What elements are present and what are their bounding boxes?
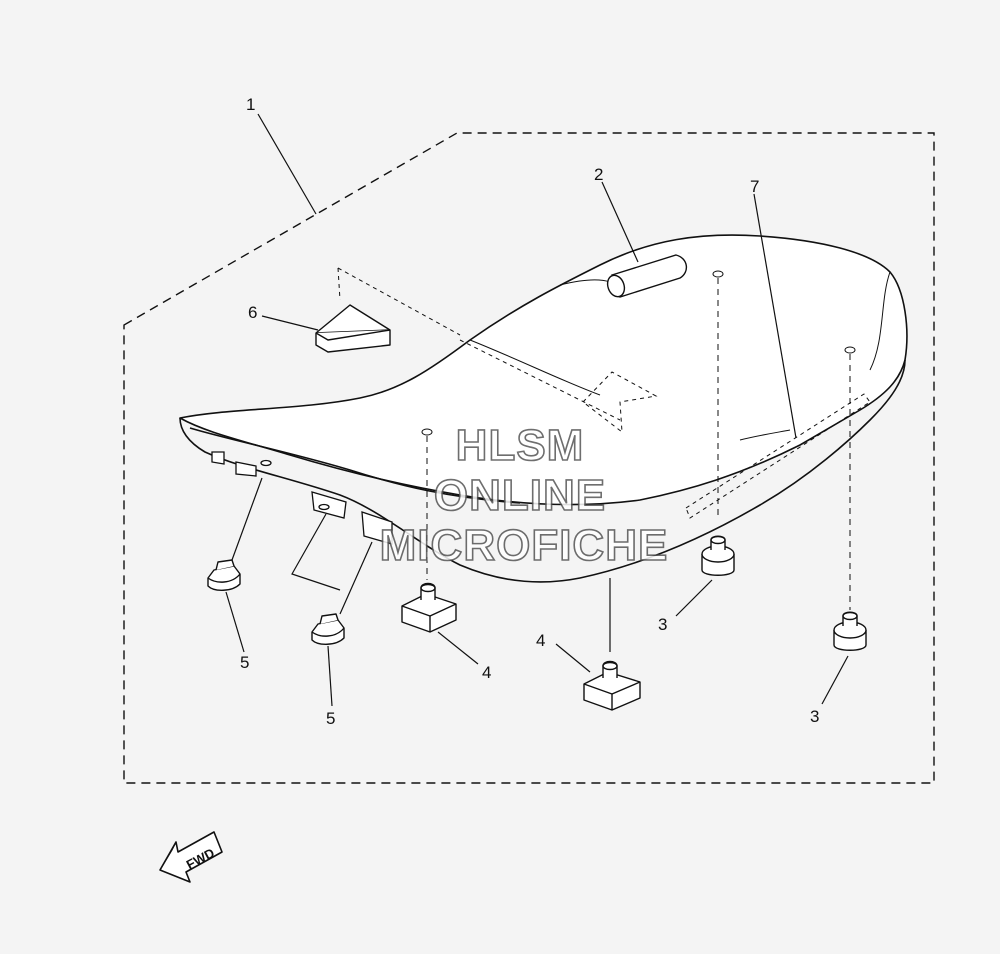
- callout-2: 2: [594, 165, 603, 184]
- callout-4-left: 4: [482, 663, 491, 682]
- watermark-line-3: MICROFICHE: [380, 521, 669, 570]
- part-5-guides: [231, 477, 373, 615]
- callout-1: 1: [246, 95, 255, 114]
- callout-5-left: 5: [240, 653, 249, 672]
- part-6-pad: [315, 304, 391, 353]
- watermark-line-1: HLSM: [456, 421, 585, 470]
- callout-4-right: 4: [536, 631, 545, 650]
- part-3-damper-right: [833, 611, 867, 651]
- leader-lines: [225, 113, 849, 707]
- part-5-cushion-left: [207, 559, 241, 591]
- watermark: HLSM ONLINE MICROFICHE: [379, 420, 669, 571]
- mount-guide-lines: [426, 278, 851, 610]
- part-2-strap: [606, 254, 687, 298]
- mount-holes: [421, 270, 856, 436]
- seat-detail-lines: [559, 279, 791, 441]
- assembly-boundary: [123, 132, 935, 784]
- watermark-line-2: ONLINE: [434, 471, 606, 520]
- callout-7: 7: [750, 177, 759, 196]
- part-4-block-left: [401, 582, 457, 633]
- seat-mount-tabs: [211, 451, 393, 545]
- callout-3-center: 3: [658, 615, 667, 634]
- callout-3-right: 3: [810, 707, 819, 726]
- callout-5-right: 5: [326, 709, 335, 728]
- part-5-cushion-right: [311, 613, 345, 645]
- part-4-block-right: [583, 660, 641, 711]
- part-6-guide: [337, 267, 658, 434]
- fwd-arrow-icon: FWD: [159, 831, 223, 883]
- callout-6: 6: [248, 303, 257, 322]
- part-3-damper-center: [701, 535, 735, 576]
